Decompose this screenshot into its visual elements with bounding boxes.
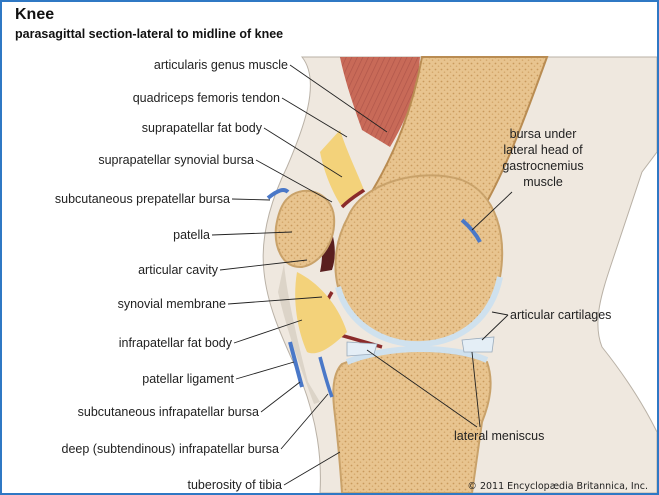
copyright-notice: © 2011 Encyclopædia Britannica, Inc.: [467, 481, 648, 492]
meniscus-back: [462, 337, 494, 352]
label-articularis-genus: articularis genus muscle: [154, 58, 288, 72]
left-labels: articularis genus muscle quadriceps femo…: [55, 58, 288, 492]
label-suprapatellar-bursa: suprapatellar synovial bursa: [98, 153, 254, 167]
label-infrapatellar-fat: infrapatellar fat body: [119, 336, 233, 350]
label-articular-cartilages: articular cartilages: [510, 308, 611, 322]
label-bursa-line4: muscle: [523, 175, 563, 189]
label-deep-infrapatellar: deep (subtendinous) infrapatellar bursa: [62, 442, 280, 456]
label-tuberosity-tibia: tuberosity of tibia: [188, 478, 283, 492]
label-quadriceps-tendon: quadriceps femoris tendon: [133, 91, 280, 105]
label-subcut-infrapatellar: subcutaneous infrapatellar bursa: [78, 405, 259, 419]
label-suprapatellar-fat: suprapatellar fat body: [142, 121, 263, 135]
label-articular-cavity: articular cavity: [138, 263, 219, 277]
label-lateral-meniscus: lateral meniscus: [454, 429, 544, 443]
label-patellar-ligament: patellar ligament: [142, 372, 234, 386]
label-synovial-membrane: synovial membrane: [118, 297, 226, 311]
tibia-bone: [333, 351, 490, 493]
label-bursa-line3: gastrocnemius: [502, 159, 583, 173]
label-bursa-line2: lateral head of: [503, 143, 583, 157]
label-prepatellar-bursa: subcutaneous prepatellar bursa: [55, 192, 230, 206]
label-patella: patella: [173, 228, 210, 242]
label-bursa-line1: bursa under: [510, 127, 577, 141]
